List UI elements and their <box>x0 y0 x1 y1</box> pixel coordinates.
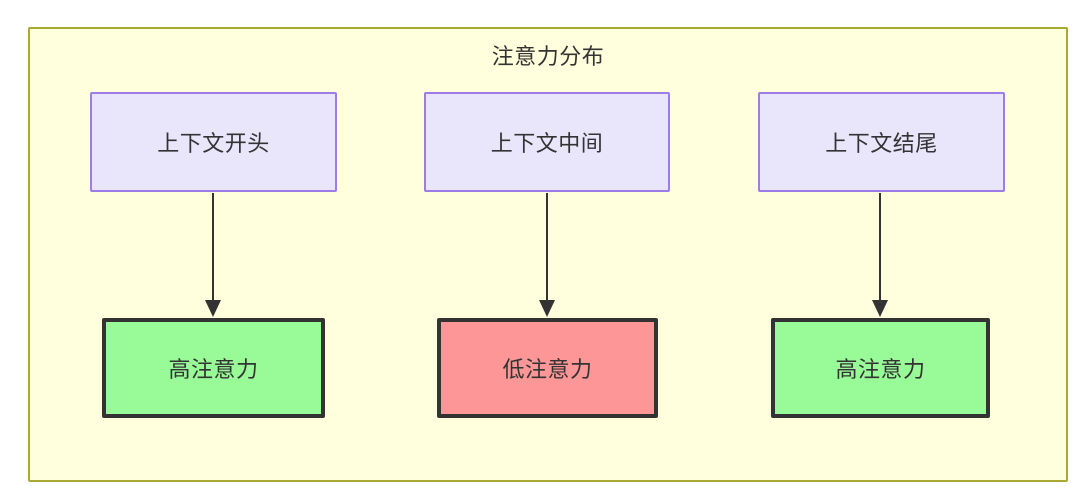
node-low-attention-middle[interactable]: 低注意力 <box>437 318 658 418</box>
node-context-end[interactable]: 上下文结尾 <box>758 92 1005 192</box>
node-high-attention-start[interactable]: 高注意力 <box>102 318 325 418</box>
cluster-title: 注意力分布 <box>491 44 605 69</box>
node-context-middle[interactable]: 上下文中间 <box>424 92 670 192</box>
node-context-start[interactable]: 上下文开头 <box>90 92 337 192</box>
node-high-attention-end[interactable]: 高注意力 <box>771 318 990 418</box>
